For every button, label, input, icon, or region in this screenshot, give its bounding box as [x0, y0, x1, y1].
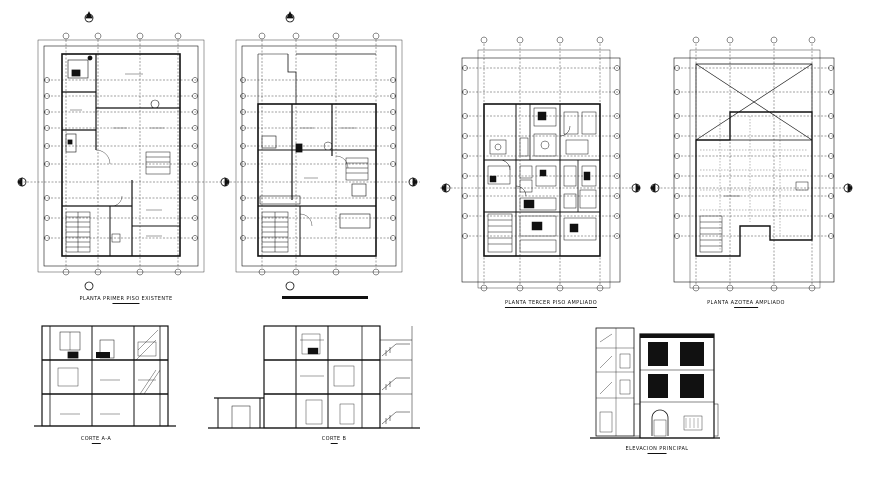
section-b-title-text: CORTE B	[321, 436, 347, 442]
plan-1-title: PLANTA PRIMER PISO EXISTENTE	[79, 296, 172, 304]
section-a-a	[34, 325, 176, 427]
plan-4-title: PLANTA AZOTEA AMPLIADO	[707, 300, 785, 308]
title-underline	[112, 303, 140, 304]
elevation-title: ELEVACION PRINCIPAL	[626, 446, 689, 454]
title-underline	[330, 443, 338, 444]
elevation-title-text: ELEVACION PRINCIPAL	[625, 446, 689, 452]
title-underline	[91, 443, 101, 444]
plan-3-title-text: PLANTA TERCER PISO AMPLIADO	[504, 300, 598, 306]
front-elevation	[590, 327, 720, 439]
plan-3-title: PLANTA TERCER PISO AMPLIADO	[504, 300, 598, 308]
floor-plan-4	[650, 36, 853, 292]
title-underline	[734, 307, 758, 308]
title-underline	[647, 453, 667, 454]
plan-1-title-text: PLANTA PRIMER PISO EXISTENTE	[79, 296, 173, 302]
floor-plan-1	[17, 11, 230, 291]
plan-4-title-text: PLANTA AZOTEA AMPLIADO	[707, 300, 785, 306]
title-underline	[504, 307, 598, 308]
floor-plan-3	[440, 36, 641, 292]
floor-plan-2	[230, 11, 420, 299]
section-b-title: CORTE B	[322, 436, 347, 444]
section-a-title: CORTE A-A	[81, 436, 111, 444]
section-b	[208, 325, 420, 429]
section-a-title-text: CORTE A-A	[80, 436, 112, 442]
